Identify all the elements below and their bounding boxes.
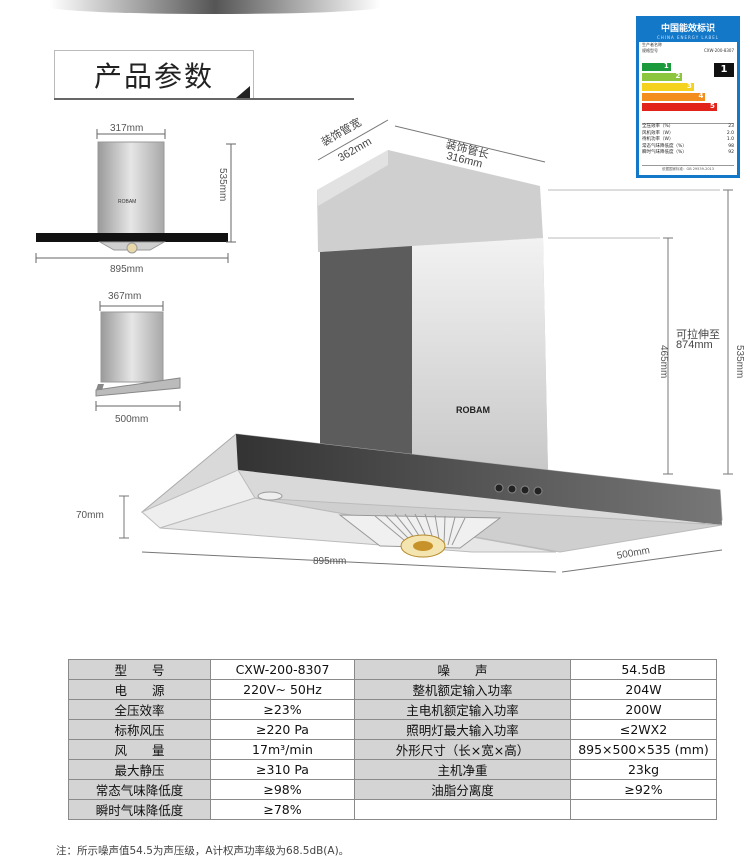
spec-label: 全压效率 bbox=[68, 699, 211, 720]
main-hood-drawing bbox=[119, 119, 733, 573]
spec-value: ≤2WX2 bbox=[570, 719, 717, 740]
energy-grade-bars: 1 2 3 4 5 bbox=[642, 62, 738, 113]
spec-value bbox=[570, 799, 717, 820]
grade-bar-1: 1 bbox=[642, 62, 671, 71]
spec-value: 200W bbox=[570, 699, 717, 720]
extend-value: 874mm bbox=[676, 339, 713, 351]
spec-label: 外形尺寸（长×宽×高） bbox=[354, 739, 571, 760]
main-brand-logo: ROBAM bbox=[456, 405, 490, 415]
spec-row: 瞬时气味降低度≥78% bbox=[68, 799, 717, 820]
spec-value: 204W bbox=[570, 679, 717, 700]
spec-label: 最大静压 bbox=[68, 759, 211, 780]
spec-value: 895×500×535 (mm) bbox=[570, 739, 717, 760]
energy-row: 风机效率（W）2.0 bbox=[642, 130, 734, 136]
spec-label: 噪 声 bbox=[354, 659, 571, 680]
front-brand-small: ROBAM bbox=[118, 199, 137, 205]
spec-label: 标称风压 bbox=[68, 719, 211, 740]
footnote: 注：所示噪声值54.5为声压级，A计权声功率级为68.5dB(A)。 bbox=[56, 845, 350, 857]
energy-row: 瞬时气味降低度（%）92 bbox=[642, 150, 734, 155]
spec-value: ≥92% bbox=[570, 779, 717, 800]
spec-label: 瞬时气味降低度 bbox=[68, 799, 211, 820]
energy-label-model: CXW-200-8307 bbox=[703, 48, 734, 53]
spec-value: ≥98% bbox=[210, 779, 355, 800]
hood-drawings bbox=[35, 119, 733, 573]
grade-bar-2: 2 bbox=[642, 72, 683, 81]
spec-value: CXW-200-8307 bbox=[210, 659, 355, 680]
height-465-label: 465mm bbox=[658, 345, 669, 379]
extend-caption: 可拉伸至 bbox=[676, 329, 720, 341]
energy-grade-indicator: 1 bbox=[714, 63, 734, 77]
title-underline bbox=[54, 98, 354, 100]
energy-label-model-caption: 规格型号 bbox=[642, 48, 658, 53]
spec-label: 照明灯最大输入功率 bbox=[354, 719, 571, 740]
spec-label: 油脂分离度 bbox=[354, 779, 571, 800]
grade-bar-4: 4 bbox=[642, 92, 706, 101]
main-width-label: 895mm bbox=[313, 556, 347, 567]
height-70-label: 70mm bbox=[76, 510, 104, 521]
grade-bar-3: 3 bbox=[642, 82, 694, 91]
spec-label: 整机额定输入功率 bbox=[354, 679, 571, 700]
energy-label-maker: 生产者名称 bbox=[642, 42, 662, 47]
spec-value: ≥220 Pa bbox=[210, 719, 355, 740]
spec-row: 常态气味降低度≥98%油脂分离度≥92% bbox=[68, 779, 717, 800]
spec-value: ≥23% bbox=[210, 699, 355, 720]
energy-label-title: 中国能效标识 bbox=[639, 19, 737, 35]
spec-label: 风 量 bbox=[68, 739, 211, 760]
spec-label: 主电机额定输入功率 bbox=[354, 699, 571, 720]
spec-value: 220V~ 50Hz bbox=[210, 679, 355, 700]
spec-value: ≥78% bbox=[210, 799, 355, 820]
energy-row: 全压效率（%）23 bbox=[642, 124, 734, 129]
top-accent-bar bbox=[50, 0, 380, 14]
front-width-label: 317mm bbox=[110, 123, 144, 134]
side-base-label: 500mm bbox=[115, 414, 149, 425]
front-height-label: 535mm bbox=[217, 168, 228, 202]
energy-label-subtitle: CHINA ENERGY LABEL bbox=[639, 35, 737, 42]
spec-label bbox=[354, 799, 571, 820]
spec-label: 常态气味降低度 bbox=[68, 779, 211, 800]
spec-value: 17m³/min bbox=[210, 739, 355, 760]
title-corner-marker bbox=[236, 86, 250, 98]
grade-bar-5: 5 bbox=[642, 102, 717, 111]
energy-label-footer: 依据国家标准：GB 29539-2013 bbox=[642, 165, 734, 172]
energy-row: 待机功率（W）1.0 bbox=[642, 137, 734, 142]
front-base-label: 895mm bbox=[110, 264, 144, 275]
front-view-small bbox=[35, 129, 236, 263]
spec-label: 型 号 bbox=[68, 659, 211, 680]
energy-label: 中国能效标识 CHINA ENERGY LABEL 生产者名称 规格型号 CXW… bbox=[636, 16, 740, 178]
energy-label-table: 全压效率（%）23 风机效率（W）2.0 待机功率（W）1.0 常态气味降低度（… bbox=[642, 123, 734, 157]
energy-row: 常态气味降低度（%）98 bbox=[642, 143, 734, 149]
side-view-small bbox=[95, 301, 181, 411]
spec-label: 电 源 bbox=[68, 679, 211, 700]
side-width-label: 367mm bbox=[108, 291, 142, 302]
spec-value: 23kg bbox=[570, 759, 717, 780]
spec-value: ≥310 Pa bbox=[210, 759, 355, 780]
page-title: 产品参数 bbox=[93, 60, 214, 93]
height-535-label: 535mm bbox=[734, 345, 745, 379]
spec-value: 54.5dB bbox=[570, 659, 717, 680]
spec-label: 主机净重 bbox=[354, 759, 571, 780]
energy-label-model-row: 规格型号 CXW-200-8307 bbox=[639, 48, 737, 54]
